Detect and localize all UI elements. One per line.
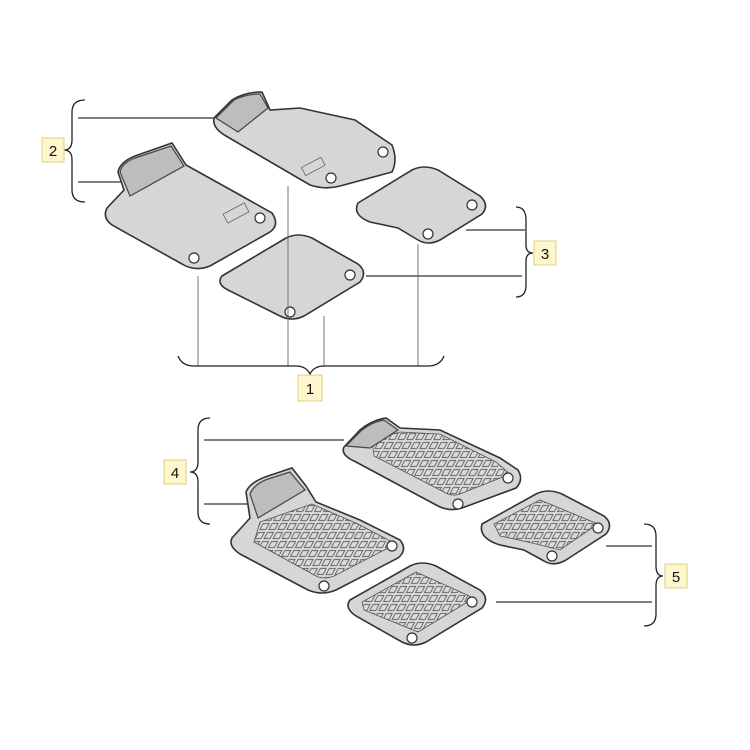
callout-3: 3: [533, 240, 557, 266]
mat-front-right: [212, 91, 396, 189]
callout-2: 2: [41, 137, 65, 163]
callout-1: 1: [297, 374, 323, 402]
callout-4: 4: [163, 459, 187, 485]
brace-1: [177, 355, 445, 376]
callout-4-label: 4: [171, 465, 179, 482]
callout-5: 5: [664, 563, 688, 589]
brace-3: [515, 206, 534, 298]
rubber-mat-rear-left: [347, 562, 487, 646]
mat-rear-left: [219, 234, 365, 320]
mat-rear-right: [355, 166, 487, 244]
brace-2: [63, 99, 86, 203]
rubber-mat-set: [230, 417, 611, 646]
rubber-mat-front-left: [230, 467, 405, 594]
callout-3-label: 3: [541, 246, 549, 263]
rubber-mat-rear-right: [480, 490, 611, 565]
rubber-mat-front-right: [342, 417, 522, 511]
brace-4: [189, 417, 211, 525]
callout-5-label: 5: [672, 569, 680, 586]
mat-front-left: [104, 142, 277, 270]
textile-mat-set: [104, 91, 487, 320]
bottom-leader-lines: [204, 439, 652, 603]
callout-2-label: 2: [49, 143, 57, 160]
brace-5: [643, 523, 664, 627]
callout-1-label: 1: [306, 381, 314, 398]
top-leader-lines: [78, 117, 525, 366]
